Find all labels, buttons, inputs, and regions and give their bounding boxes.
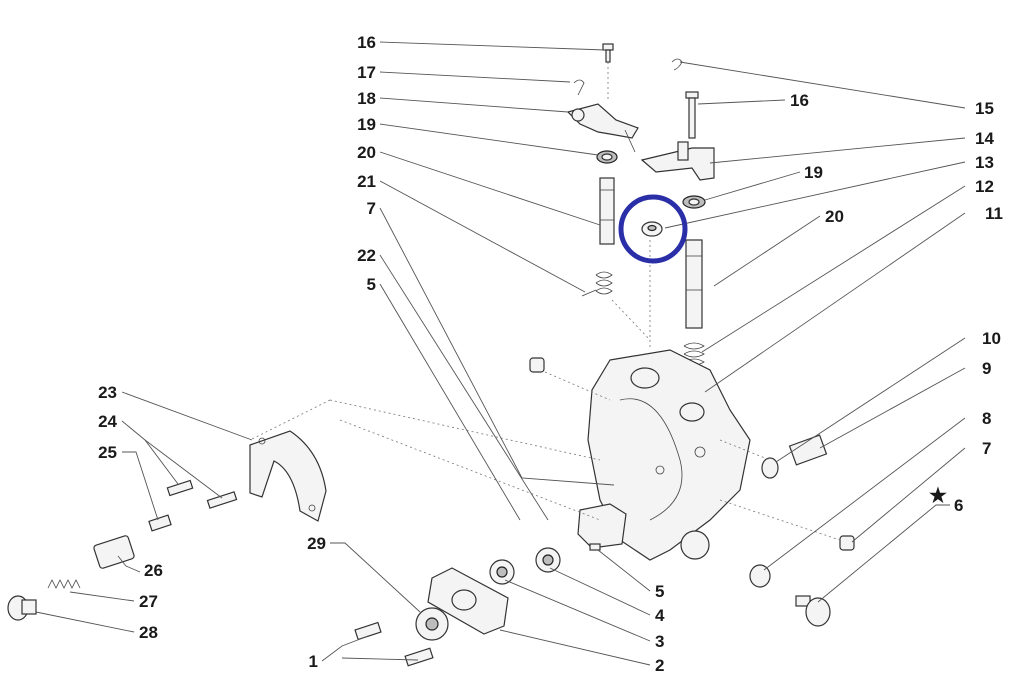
plate-gasket	[577, 503, 627, 549]
pin-20-left	[599, 177, 615, 245]
callout-5-left: 5	[367, 275, 376, 294]
star-marker: ★	[929, 485, 947, 507]
callout-20-left: 20	[357, 143, 376, 162]
callout-22: 22	[357, 246, 376, 265]
callout-2: 2	[655, 656, 664, 675]
callout-15: 15	[975, 99, 994, 118]
assembly-lines	[249, 240, 841, 541]
callout-labels: 16 17 18 19 20 21 7 22 5 15 16 14 13 19 …	[98, 33, 1003, 675]
highlight-circle	[618, 194, 688, 264]
gear-4	[535, 547, 561, 573]
bolts-1	[354, 621, 434, 667]
callout-28: 28	[139, 623, 158, 642]
callout-4: 4	[655, 606, 665, 625]
callout-11: 11	[985, 204, 1003, 223]
fitting-25	[148, 514, 172, 532]
callout-23: 23	[98, 383, 117, 402]
parts-art	[7, 43, 855, 667]
lever-18	[566, 103, 639, 153]
plug-28	[7, 595, 37, 621]
spring-21	[581, 271, 613, 297]
callout-20-right: 20	[825, 207, 844, 226]
bolts-24	[166, 479, 238, 509]
callout-26: 26	[144, 561, 163, 580]
callout-29: 29	[307, 534, 326, 553]
callout-21: 21	[357, 172, 376, 191]
leader-lines	[35, 41, 966, 666]
callout-19-right: 19	[804, 163, 823, 182]
seal-13	[641, 221, 663, 237]
callout-7-right: 7	[982, 439, 991, 458]
callout-1: 1	[309, 652, 318, 671]
plug-6	[795, 595, 831, 627]
callout-24: 24	[98, 412, 117, 431]
pin-20-right	[685, 239, 703, 329]
callout-14: 14	[975, 129, 994, 148]
callout-18: 18	[357, 89, 376, 108]
callout-10: 10	[982, 329, 1001, 348]
clip-17	[573, 79, 585, 96]
clip-15	[671, 58, 683, 71]
callout-5-right: 5	[655, 582, 664, 601]
callout-12: 12	[975, 177, 994, 196]
ring-10	[761, 457, 779, 479]
cover-2	[427, 567, 509, 635]
bolt-16-right	[685, 91, 699, 139]
callout-3: 3	[655, 632, 664, 651]
callout-25: 25	[98, 443, 117, 462]
pin-5	[589, 543, 601, 551]
spring-27	[47, 579, 81, 589]
fitting-9	[788, 434, 828, 466]
callout-17: 17	[357, 63, 376, 82]
callout-19-left: 19	[357, 115, 376, 134]
bolt-16-top	[602, 43, 614, 100]
pump-housing	[587, 349, 751, 561]
lever-14	[640, 141, 715, 181]
plug-22	[529, 357, 545, 373]
plug-7	[839, 535, 855, 551]
callout-13: 13	[975, 153, 994, 172]
callout-6: 6	[954, 496, 963, 515]
callout-9: 9	[982, 359, 991, 378]
callout-16-top: 16	[357, 33, 376, 52]
callout-27: 27	[139, 592, 158, 611]
bracket-23	[249, 430, 327, 522]
sleeve-26	[93, 535, 135, 569]
gear-3	[489, 559, 515, 585]
callout-7-left: 7	[367, 199, 376, 218]
ring-8	[749, 564, 771, 588]
callout-16-right: 16	[790, 91, 809, 110]
callout-8: 8	[982, 409, 991, 428]
